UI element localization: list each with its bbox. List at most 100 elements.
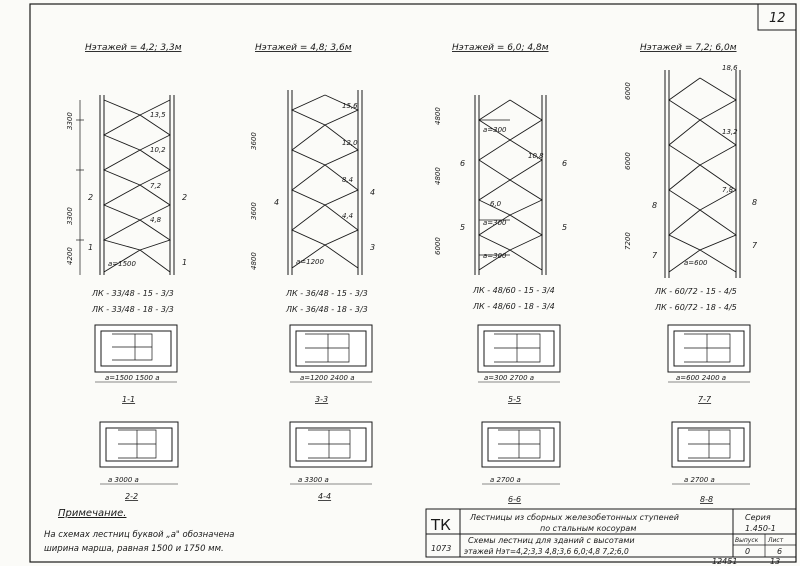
storey-c2-1: 4800	[250, 252, 258, 270]
level-c1-2: 7,2	[150, 182, 162, 190]
storey-c4-3: 6000	[624, 82, 632, 100]
issue-label: Выпуск	[735, 537, 759, 544]
plan-4-4: a 3300 a 4-4	[289, 421, 373, 501]
cut-mark-8-right: 8	[752, 198, 757, 207]
elevation-col-3: 6,0 10,8 a=300 a=300 a=300 6000 4800 480…	[434, 95, 567, 275]
plan-7-7: a=600 2400 a 7-7	[667, 324, 751, 404]
sheet-value: 6	[777, 547, 782, 556]
sheet-number-box	[757, 3, 797, 31]
plan-1-1: a=1500 1500 a 1-1	[94, 324, 178, 404]
width-note-c3a: a=300	[483, 126, 507, 134]
footer-number-1: 12451	[712, 557, 737, 566]
plan-2-2: a 3000 a 2-2	[99, 421, 179, 501]
sheet-label: Лист	[767, 537, 784, 544]
code-c1-b: ЛК - 33/48 - 18 - 3/3	[91, 305, 174, 314]
elevation-col-2: 4,4 8,4 12,0 15,6 a=1200 4800 3600 3600 …	[250, 90, 375, 275]
cut-mark-8-left: 8	[652, 201, 657, 210]
sheet-frame	[29, 3, 797, 563]
header-col-2: Нэтажей = 4,8; 3,6м	[255, 43, 352, 53]
cut-mark-5-left: 5	[460, 223, 465, 232]
level-c4-2: 13,2	[722, 128, 738, 136]
cut-mark-3-right: 3	[370, 243, 375, 252]
level-c1-1: 4,8	[150, 216, 162, 224]
code-c1-a: ЛК - 33/48 - 15 - 3/3	[91, 289, 174, 298]
series-value: 1.450-1	[745, 524, 776, 533]
elevation-col-1: 4,8 7,2 10,2 13,5 a=1500 4200 3300 3300 …	[66, 95, 187, 275]
plan-3-3: a=1200 2400 a 3-3	[289, 324, 373, 404]
width-note-c4: a=600	[684, 259, 708, 267]
code-c2-a: ЛК - 36/48 - 15 - 3/3	[285, 289, 368, 298]
storey-c2-2: 3600	[250, 202, 258, 220]
section-label-1-1: 1-1	[122, 395, 135, 404]
plan-dim-top-c4: a=600 2400 a	[676, 374, 726, 382]
storey-c4-1: 7200	[624, 232, 632, 250]
level-c2-4: 15,6	[342, 102, 358, 110]
section-label-2-2: 2-2	[125, 492, 138, 501]
storey-c1-3: 3300	[66, 112, 74, 130]
note-line-2: ширина марша, равная 1500 и 1750 мм.	[44, 544, 224, 554]
cut-mark-1-right: 1	[182, 258, 187, 267]
cut-mark-4-right: 4	[370, 188, 375, 197]
cut-mark-4-left: 4	[274, 198, 279, 207]
title-line-4: этажей Нэт=4,2;3,3 4,8;3,6 6,0;4,8 7,2;6…	[464, 547, 629, 556]
cut-mark-1-left: 1	[88, 243, 93, 252]
width-note-c3b: a=300	[483, 219, 507, 227]
code-c3-b: ЛК - 48/60 - 18 - 3/4	[472, 302, 555, 311]
plan-dim-top-c1: a=1500 1500 a	[105, 374, 160, 382]
cut-mark-7-left: 7	[652, 251, 658, 260]
storey-c3-2: 4800	[434, 167, 442, 185]
title-line-2: по стальным косоурам	[540, 524, 636, 533]
width-note-c3c: a=300	[483, 252, 507, 260]
plan-dim-bot-c1: a 3000 a	[108, 476, 139, 484]
storey-c3-3: 4800	[434, 107, 442, 125]
section-label-8-8: 8-8	[700, 495, 713, 504]
plan-dim-top-c3: a=300 2700 a	[484, 374, 534, 382]
level-c2-3: 12,0	[342, 139, 358, 147]
plan-8-8: a 2700 a 8-8	[671, 421, 751, 504]
header-col-4: Нэтажей = 7,2; 6,0м	[640, 43, 737, 53]
sheet-number: 12	[769, 11, 786, 26]
code-c4-a: ЛК - 60/72 - 15 - 4/5	[654, 287, 737, 296]
elevation-col-4: 7,8 13,2 18,6 a=600 7200 6000 6000 8 8 7…	[624, 64, 758, 278]
note-line-1: На схемах лестниц буквой „а" обозначена	[44, 530, 234, 540]
code-c4-b: ЛК - 60/72 - 18 - 4/5	[654, 303, 737, 312]
level-c2-2: 8,4	[342, 176, 353, 184]
header-col-1: Нэтажей = 4,2; 3,3м	[85, 43, 182, 53]
plan-dim-top-c2: a=1200 2400 a	[300, 374, 355, 382]
title-block-code: ТК	[430, 516, 451, 534]
section-label-3-3: 3-3	[315, 395, 328, 404]
storey-c4-2: 6000	[624, 152, 632, 170]
cut-mark-6-left: 6	[460, 159, 465, 168]
title-block: ТК 1073 Лестницы из сборных железобетонн…	[425, 508, 797, 558]
cut-mark-7-right: 7	[752, 241, 758, 250]
storey-c3-1: 6000	[434, 237, 442, 255]
level-c4-1: 7,8	[722, 186, 734, 194]
section-label-5-5: 5-5	[508, 395, 521, 404]
header-col-3: Нэтажей = 6,0; 4,8м	[452, 43, 549, 53]
level-c2-1: 4,4	[342, 212, 353, 220]
level-c3-1: 6,0	[490, 200, 502, 208]
level-c1-3: 10,2	[150, 146, 166, 154]
cut-mark-6-right: 6	[562, 159, 567, 168]
storey-c1-2: 3300	[66, 207, 74, 225]
width-note-c1: a=1500	[108, 260, 137, 268]
storey-c2-3: 3600	[250, 132, 258, 150]
issue-value: 0	[745, 547, 750, 556]
code-c3-a: ЛК - 48/60 - 15 - 3/4	[472, 286, 555, 295]
note-title: Примечание.	[58, 508, 126, 519]
plan-dim-bot-c2: a 3300 a	[298, 476, 329, 484]
level-c4-3: 18,6	[722, 64, 738, 72]
storey-c1-1: 4200	[66, 247, 74, 265]
plan-5-5: a=300 2700 a 5-5	[477, 324, 561, 404]
code-c2-b: ЛК - 36/48 - 18 - 3/3	[285, 305, 368, 314]
title-block-year: 1073	[431, 544, 451, 553]
cut-mark-2-right: 2	[182, 193, 187, 202]
plan-dim-bot-c3: a 2700 a	[490, 476, 521, 484]
cut-mark-2-left: 2	[88, 193, 93, 202]
plan-6-6: a 2700 a 6-6	[481, 421, 561, 504]
title-line-1: Лестницы из сборных железобетонных ступе…	[469, 513, 679, 522]
section-label-4-4: 4-4	[318, 492, 331, 501]
plan-dim-bot-c4: a 2700 a	[684, 476, 715, 484]
level-c3-2: 10,8	[528, 152, 544, 160]
